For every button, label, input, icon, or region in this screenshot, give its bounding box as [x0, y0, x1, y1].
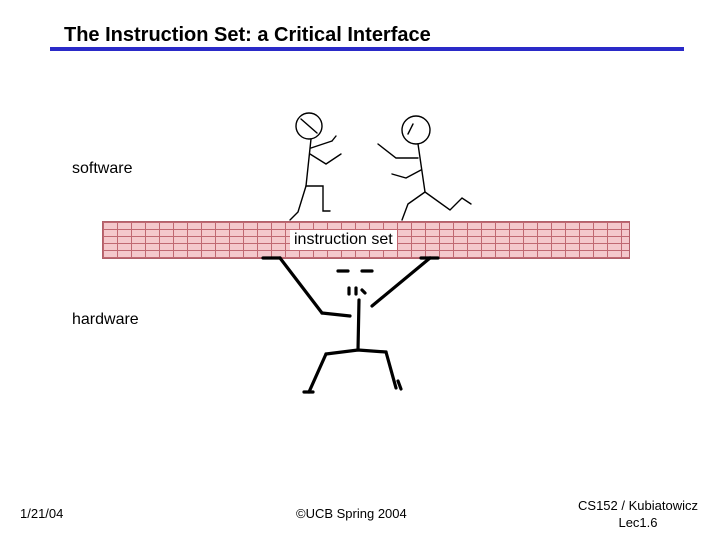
footer-lecture-number: Lec1.6 [618, 515, 658, 530]
software-stick-figure-right [377, 115, 472, 221]
instruction-set-label: instruction set [290, 230, 397, 250]
slide-title: The Instruction Set: a Critical Interfac… [64, 24, 431, 46]
software-label: software [72, 160, 133, 177]
footer-date: 1/21/04 [20, 506, 64, 521]
footer-course-info: CS152 / Kubiatowicz Lec1.6 [570, 497, 706, 531]
footer-course-line1: CS152 / Kubiatowicz [578, 498, 698, 513]
hardware-label: hardware [72, 311, 139, 328]
footer-copyright: ©UCB Spring 2004 [296, 506, 407, 521]
hardware-stick-figure [261, 256, 440, 394]
software-stick-figure-left [289, 112, 342, 221]
title-underline [50, 47, 684, 51]
